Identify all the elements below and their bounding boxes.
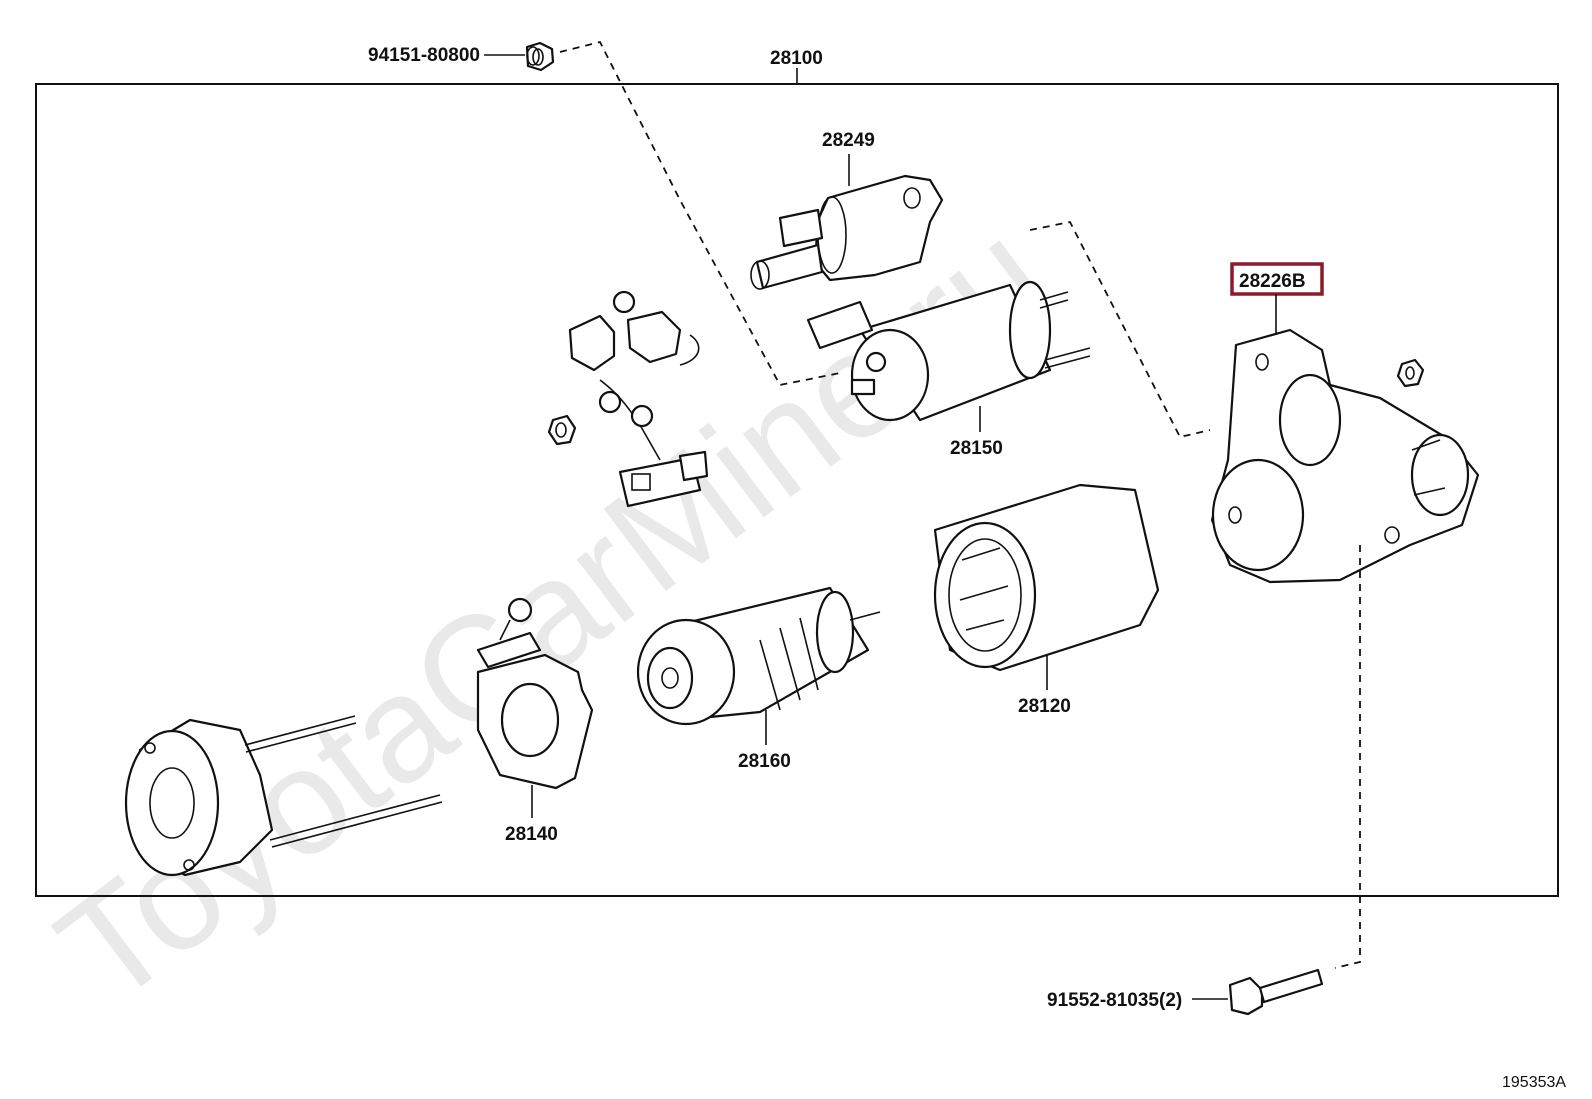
part-solenoid-cover[interactable]: 28249 bbox=[750, 130, 944, 290]
part-housing[interactable]: 28226B bbox=[1210, 262, 1480, 584]
part-armature[interactable]: 28160 bbox=[636, 586, 881, 772]
highlight-box bbox=[1230, 262, 1324, 296]
assembly-label[interactable]: 28100 bbox=[770, 48, 823, 69]
part-label-housing[interactable]: 28226B bbox=[1239, 271, 1306, 292]
part-label-brush-holder[interactable]: 28140 bbox=[505, 824, 558, 845]
part-label-solenoid-cover[interactable]: 28249 bbox=[822, 130, 875, 151]
part-yoke[interactable]: 28120 bbox=[933, 483, 1160, 717]
part-nut-top[interactable]: 94151-80800 bbox=[368, 41, 555, 72]
part-end-frame bbox=[124, 715, 443, 877]
part-contact-plate bbox=[547, 290, 709, 508]
part-label-solenoid-switch[interactable]: 28150 bbox=[950, 438, 1003, 459]
part-label-bolt-bottom[interactable]: 91552-81035(2) bbox=[1047, 990, 1182, 1011]
part-label-yoke[interactable]: 28120 bbox=[1018, 696, 1071, 717]
part-solenoid-switch[interactable]: 28150 bbox=[806, 280, 1091, 459]
diagram-code: 195353A bbox=[1502, 1074, 1566, 1091]
part-label-nut-top[interactable]: 94151-80800 bbox=[368, 45, 480, 66]
part-brush-holder[interactable]: 28140 bbox=[476, 597, 594, 845]
part-label-armature[interactable]: 28160 bbox=[738, 751, 791, 772]
part-bolt-bottom[interactable]: 91552-81035(2) bbox=[1047, 968, 1324, 1016]
